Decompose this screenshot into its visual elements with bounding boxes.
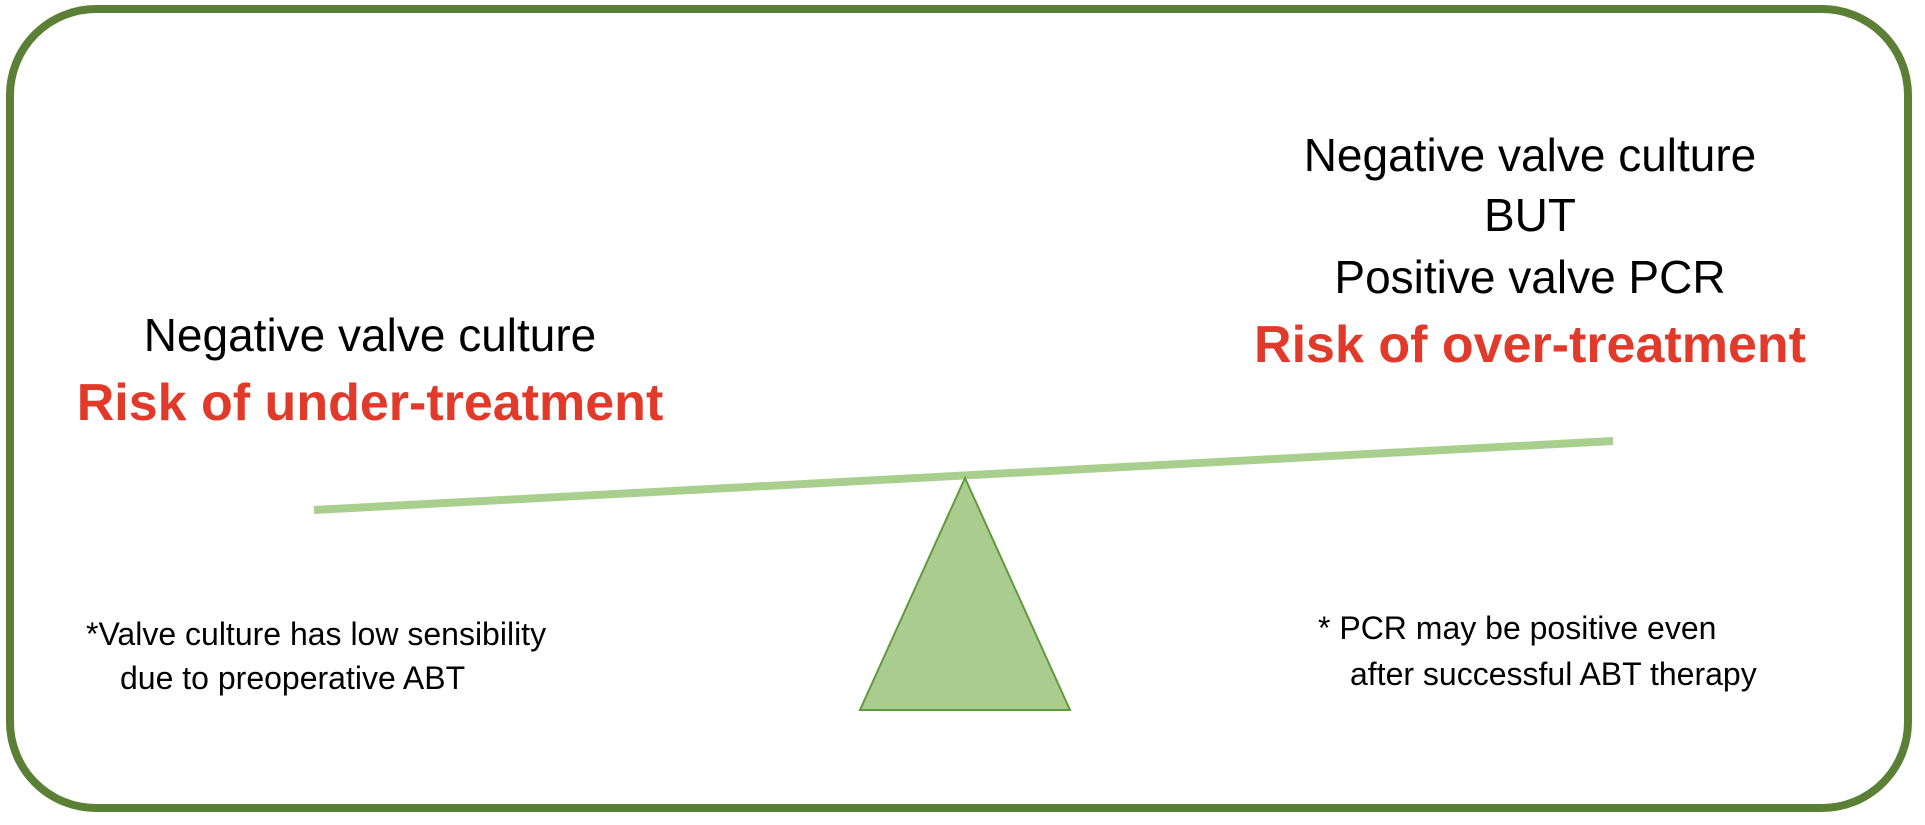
seesaw-beam (313, 437, 1614, 514)
right-heading-line2: BUT (1484, 189, 1576, 241)
right-heading-line3: Positive valve PCR (1334, 251, 1726, 303)
left-note-line1: *Valve culture has low sensibility (86, 616, 547, 652)
left-note-line2: due to preoperative ABT (120, 660, 466, 696)
right-note-line2: after successful ABT therapy (1350, 656, 1757, 692)
seesaw-fulcrum (858, 475, 1072, 711)
right-note-line1: * PCR may be positive even (1318, 610, 1717, 646)
left-heading: Negative valve culture (143, 309, 597, 361)
right-risk-label: Risk of over-treatment (1254, 316, 1806, 374)
left-risk-label: Risk of under-treatment (76, 374, 664, 432)
right-heading-line1: Negative valve culture (1303, 129, 1757, 181)
